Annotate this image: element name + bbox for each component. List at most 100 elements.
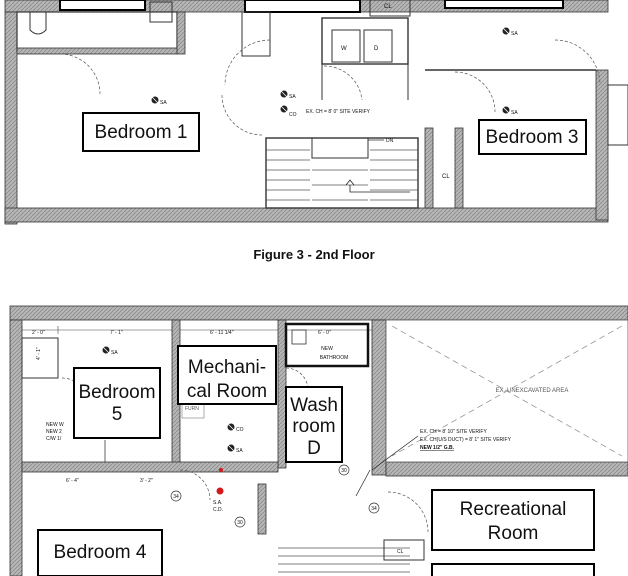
new-bathroom-box — [284, 322, 370, 368]
laundry-door-jambs — [321, 64, 409, 100]
door-swing-7 — [387, 491, 429, 533]
lower-closet-1 — [21, 337, 59, 379]
upper-sa-3: SA — [511, 31, 518, 37]
figure-caption: Figure 3 - 2nd Floor — [253, 247, 374, 262]
upper-ceiling-note: EX. CH = 8' 0" SITE VERIFY — [306, 109, 371, 115]
upper-closet-cl — [369, 0, 411, 17]
lower-wall-v2 — [257, 483, 267, 535]
recreational-label-2: Room — [488, 523, 539, 544]
lower-mid-wall — [371, 319, 387, 476]
upper-cl-closet: CL — [442, 174, 450, 180]
upper-bath-area — [16, 11, 178, 51]
mechanical-label-1: Mechani- — [188, 357, 266, 378]
dryer-label: D — [374, 46, 379, 52]
sink-icon — [149, 1, 173, 23]
stair-arrow-line — [349, 185, 410, 193]
note-gb: NEW 1/2" G.B. — [420, 445, 455, 451]
door-swing-5 — [221, 94, 263, 136]
bedroom3-label-box — [478, 119, 587, 155]
lower-plan: 2' - 0" 7' - 1" 6' - 11 1/4" 6' - 0" 4' … — [9, 305, 628, 576]
stair-enclosure — [265, 137, 419, 209]
new-bathroom-2: BATHROOM — [320, 355, 349, 361]
smoke-alarm-icon — [501, 105, 511, 115]
new-w-1: NEW W — [46, 422, 64, 428]
washer — [331, 29, 361, 63]
bedroom3-label: Bedroom 3 — [486, 127, 579, 148]
red-sa: S.A. — [213, 500, 222, 506]
door-swing-3 — [454, 71, 496, 113]
washroom-label-box — [285, 386, 343, 463]
closet-wall — [454, 127, 464, 209]
unexcavated-label: EX. UNEXCAVATED AREA — [496, 388, 569, 394]
dim-4-1: 4' - 1" — [36, 347, 42, 360]
smoke-alarm-icon — [501, 26, 511, 36]
dim-3-2: 3' - 2" — [140, 478, 153, 484]
cut-off-label-box — [431, 563, 595, 576]
note-leader — [371, 435, 419, 471]
door-swing-1 — [59, 53, 101, 95]
upper-label-box-cut2 — [244, 0, 361, 13]
washroom-label-2: room — [292, 416, 335, 437]
lower-unexc-bottom-wall — [385, 461, 628, 477]
tag-circle: 34 — [368, 502, 380, 514]
upper-wall-a — [176, 11, 186, 55]
furn-label: FURN — [185, 406, 199, 412]
upper-bottom-wall — [4, 207, 609, 223]
lower-sa-2: SA — [236, 448, 243, 454]
lower-co: CO — [236, 427, 244, 433]
tag-30-a: 30 — [237, 520, 243, 526]
note-leader-2 — [355, 469, 371, 497]
tag-34-b: 34 — [371, 506, 377, 512]
smoke-alarm-icon — [150, 95, 160, 105]
smoke-alarm-icon — [101, 345, 111, 355]
bedroom3-wall-left — [424, 127, 434, 209]
new-bathroom-1: NEW — [321, 346, 333, 352]
red-smoke-co-icon — [216, 487, 224, 495]
lower-closet-cl — [383, 539, 425, 561]
mechanical-label-2: cal Room — [187, 381, 267, 402]
smoke-alarm-icon — [226, 443, 236, 453]
upper-label-box-cut3 — [444, 0, 564, 9]
door-swing-8 — [179, 469, 211, 501]
bedroom1-label-box — [82, 112, 200, 152]
note-ceiling-1: EX. CH = 8' 10" SITE VERIFY — [420, 429, 487, 435]
lower-cl: CL — [397, 549, 404, 555]
mechanical-label-box — [177, 345, 277, 405]
bedroom4-label-box — [37, 529, 163, 576]
dim-6-4: 6' - 4" — [66, 478, 79, 484]
washroom-label-1: Wash — [290, 395, 338, 416]
recreational-label-1: Recreational — [460, 499, 567, 520]
upper-closet-a — [241, 11, 271, 57]
upper-sa-1: SA — [160, 100, 167, 106]
upper-label-box-cut1 — [59, 0, 146, 11]
stair-landing — [311, 137, 369, 159]
stair-dn: DN — [386, 138, 394, 144]
unexc-diagonal-2 — [391, 325, 623, 457]
dim-2-0: 2' - 0" — [32, 330, 45, 336]
tag-circle: 30 — [234, 516, 246, 528]
co-detector-icon — [279, 104, 289, 114]
bedroom5-label-2: 5 — [112, 404, 123, 425]
red-cd: C.D. — [213, 507, 223, 513]
bedroom1-label: Bedroom 1 — [95, 122, 188, 143]
red-marker-icon — [219, 468, 223, 472]
new-w-3: C/W 1/ — [46, 436, 62, 442]
dryer — [363, 29, 393, 63]
upper-bay-window — [607, 84, 628, 146]
bedroom5-label-1: Bedroom — [78, 382, 155, 403]
co-detector-icon — [226, 422, 236, 432]
upper-left-wall — [4, 11, 18, 225]
laundry-door-swing — [323, 65, 363, 101]
bath-toilet-icon — [291, 329, 307, 345]
dim-7-1: 7' - 1" — [110, 330, 123, 336]
stair-treads — [266, 149, 418, 201]
new-w-2: NEW 2 — [46, 429, 62, 435]
lower-left-wall — [9, 319, 23, 576]
upper-plan: CL W D CL — [4, 0, 628, 225]
upper-sa-2: SA — [289, 94, 296, 100]
upper-sa-4: SA — [511, 110, 518, 116]
upper-cl-top: CL — [384, 4, 392, 10]
bedroom4-label: Bedroom 4 — [54, 542, 147, 563]
